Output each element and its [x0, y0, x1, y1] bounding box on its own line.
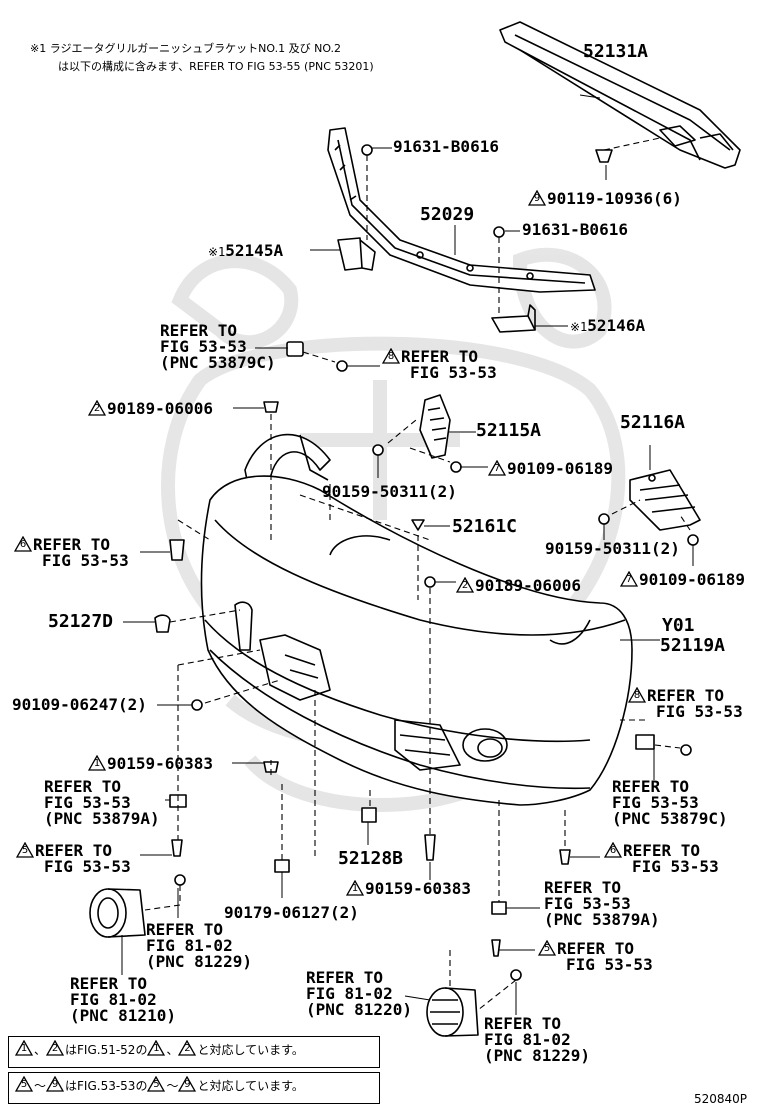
triangle-mark-icon: 6	[604, 842, 622, 858]
note-line-2: は以下の構成に含みます、REFER TO FIG 53-55 (PNC 5320…	[58, 60, 374, 73]
diagram-code: 520840P	[694, 1092, 748, 1106]
label-refer-53879a-right: REFER TO FIG 53-53 (PNC 53879A)	[544, 878, 660, 929]
label-90109-06247: 90109-06247(2)	[12, 695, 147, 714]
label-y01: Y01	[662, 615, 695, 636]
label-52145a: ※152145A	[208, 241, 284, 260]
triangle-mark-icon: 5	[16, 842, 34, 858]
triangle-mark-icon: 2	[88, 400, 106, 416]
guide-lines	[144, 137, 691, 1011]
label-52116a: 52116A	[620, 412, 686, 433]
bracket-52146a	[491, 304, 536, 333]
triangle-mark-icon: 7	[620, 571, 638, 587]
label-91631-b0616-b: 91631-B0616	[522, 220, 628, 239]
upper-bracket	[327, 127, 596, 293]
label-52146a: ※152146A	[570, 316, 646, 335]
label-52119a: 52119A	[660, 635, 726, 656]
label-52161c: 52161C	[452, 516, 518, 537]
triangle-mark-icon: 8	[628, 687, 646, 703]
label-91631-b0616-a: 91631-B0616	[393, 137, 499, 156]
fog-lamp-left	[89, 888, 146, 938]
label-52115a: 52115A	[476, 420, 542, 441]
note-line-1: ※1 ラジエータグリルガーニッシュブラケットNO.1 及び NO.2	[30, 42, 342, 55]
triangle-mark-icon: 7	[488, 460, 506, 476]
triangle-mark-icon: 1	[346, 880, 364, 896]
label-90159-50311-a: 90159-50311(2)	[322, 482, 457, 501]
triangle-mark-icon: 6	[14, 536, 32, 552]
triangle-mark-icon: 2	[178, 1040, 197, 1056]
bracket-52115a	[419, 394, 451, 459]
fasteners	[154, 144, 699, 981]
label-90159-50311-b: 90159-50311(2)	[545, 539, 680, 558]
triangle-mark-icon: 9	[46, 1076, 65, 1092]
triangle-mark-icon: 5	[538, 940, 556, 956]
triangle-mark-icon: 8	[382, 348, 400, 364]
triangle-mark-icon: 9	[178, 1076, 197, 1092]
label-refer-53879c-top: REFER TO FIG 53-53 (PNC 53879C)	[160, 321, 276, 372]
triangle-mark-icon: 1	[15, 1040, 33, 1056]
leader-lines	[121, 94, 694, 1015]
bracket-52116a	[629, 469, 701, 531]
label-90179-06127: 90179-06127(2)	[224, 903, 359, 922]
fog-lamp-right	[426, 987, 479, 1037]
label-refer-81220: REFER TO FIG 81-02 (PNC 81220)	[306, 968, 412, 1019]
label-refer-81229-left: REFER TO FIG 81-02 (PNC 81229)	[146, 920, 252, 971]
label-52128b: 52128B	[338, 848, 404, 869]
label-refer-53879a-left: REFER TO FIG 53-53 (PNC 53879A)	[44, 777, 160, 828]
triangle-mark-icon: 2	[46, 1040, 65, 1056]
triangle-mark-icon: 1	[88, 755, 106, 771]
triangle-mark-icon: 5	[15, 1076, 33, 1092]
label-52131a: 52131A	[583, 41, 649, 62]
triangle-mark-icon: 1	[147, 1040, 166, 1056]
label-refer-81210: REFER TO FIG 81-02 (PNC 81210)	[70, 974, 176, 1025]
label-refer-81229-right: REFER TO FIG 81-02 (PNC 81229)	[484, 1014, 590, 1065]
triangle-mark-icon: 5	[147, 1076, 166, 1092]
bracket-52145a	[337, 237, 376, 271]
label-52029: 52029	[420, 204, 475, 225]
label-52127d: 52127D	[48, 611, 114, 632]
bumper-cover	[200, 433, 633, 806]
label-refer-53879c-right: REFER TO FIG 53-53 (PNC 53879C)	[612, 777, 728, 828]
triangle-mark-icon: 2	[456, 577, 474, 593]
triangle-mark-icon: 9	[528, 190, 546, 206]
bumper-reinforcement	[499, 21, 741, 169]
